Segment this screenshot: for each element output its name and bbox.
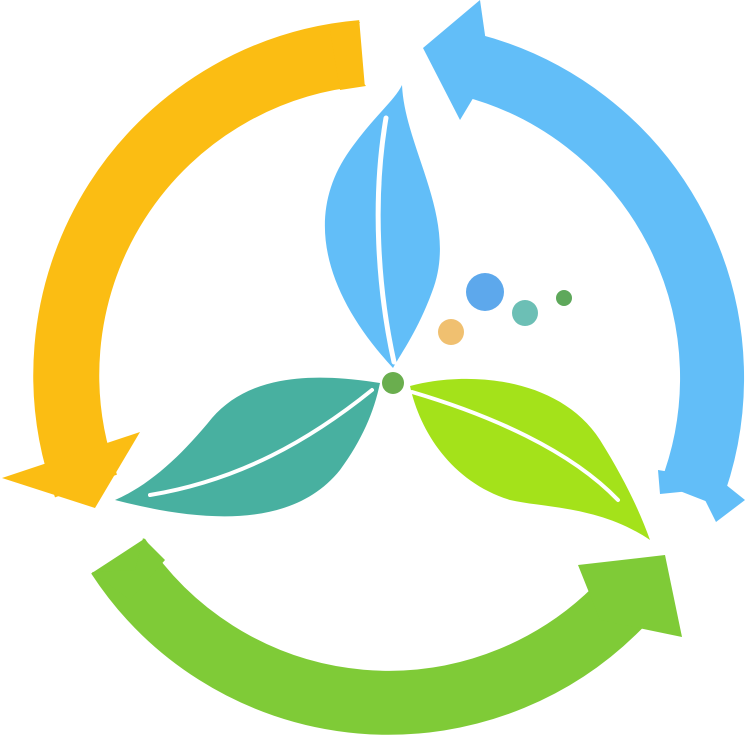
blue-leaf-vein [375,115,397,365]
green-arrowhead [578,555,682,637]
center-dot [382,372,404,394]
blue-arrow-body [461,34,745,507]
green-arrow-tail [92,538,165,600]
blue-arrowhead [423,0,490,120]
bubble-orange [438,319,464,345]
teal-leaf-vein [148,388,374,497]
teal-leaf [115,377,380,517]
blue-arrow-tail [658,470,745,522]
yellow-cycle-arrow [2,20,366,508]
blue-cycle-arrow [423,0,745,522]
yellow-arrow-tail [330,22,366,90]
green-leaf [410,378,650,540]
bubble-teal [512,300,538,326]
green-leaf-vein [410,390,620,502]
bubble-green [556,290,572,306]
bubble-blue [466,273,504,311]
yellow-arrowhead [2,432,140,508]
green-arrow-body [91,538,649,735]
blue-leaf [324,85,440,368]
yellow-arrow-body [33,20,365,498]
green-cycle-arrow [91,538,682,735]
